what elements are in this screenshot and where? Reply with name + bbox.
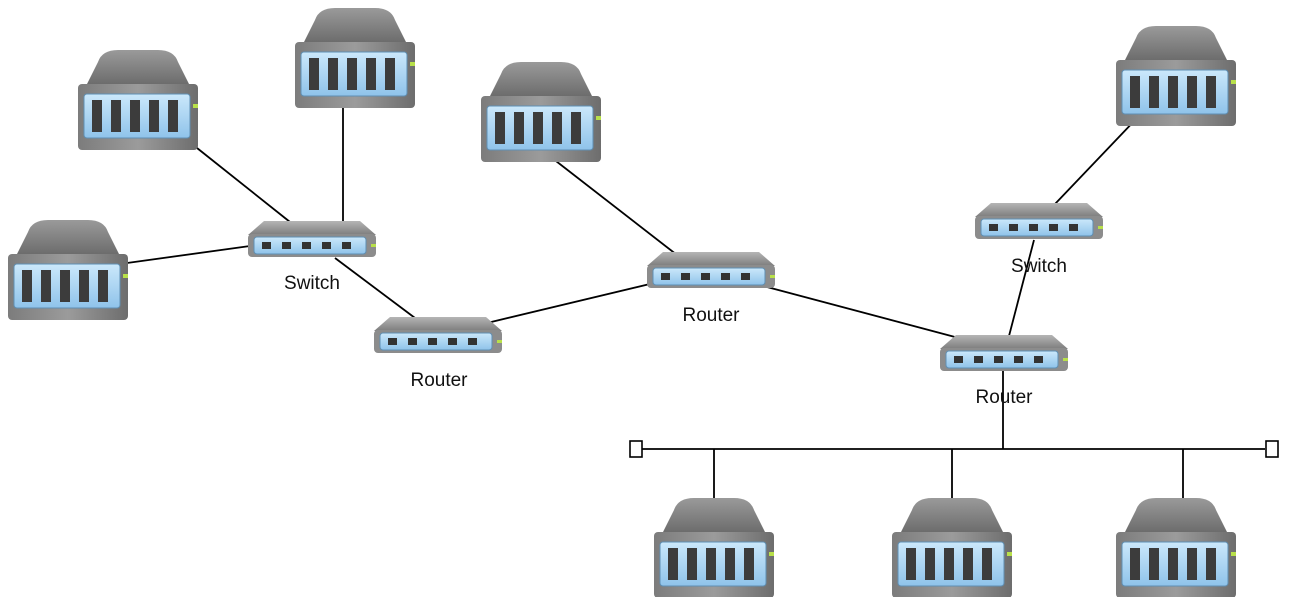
server-icon [891,497,1013,597]
switch-icon [974,202,1104,240]
link-switch-right-router-right [1008,239,1035,337]
router-center-label: Router [682,305,740,326]
connection-lines [126,94,1265,500]
server-icon [7,219,129,321]
link-router-left-router-center [486,277,676,324]
link-server-switch-left-1 [196,147,291,223]
router-icon [373,316,503,354]
server-icon [77,49,199,151]
server-icon [1115,25,1237,127]
terminator-icon [1265,440,1279,458]
switch-left-label: Switch [284,273,340,294]
server-icon [294,7,416,109]
link-switch-left-router-left [334,257,416,319]
router-right-label: Router [975,387,1033,408]
link-router-center-router-right [766,286,956,338]
server-icon [653,497,775,597]
router-left-label: Router [410,370,468,391]
link-server-switch-left-3 [126,245,251,264]
server-icon [480,61,602,163]
switch-right-label: Switch [1011,256,1067,277]
router-icon [646,251,776,289]
server-icon [1115,497,1237,597]
router-icon [939,334,1069,372]
switch-icon [247,220,377,258]
terminator-icon [629,440,643,458]
